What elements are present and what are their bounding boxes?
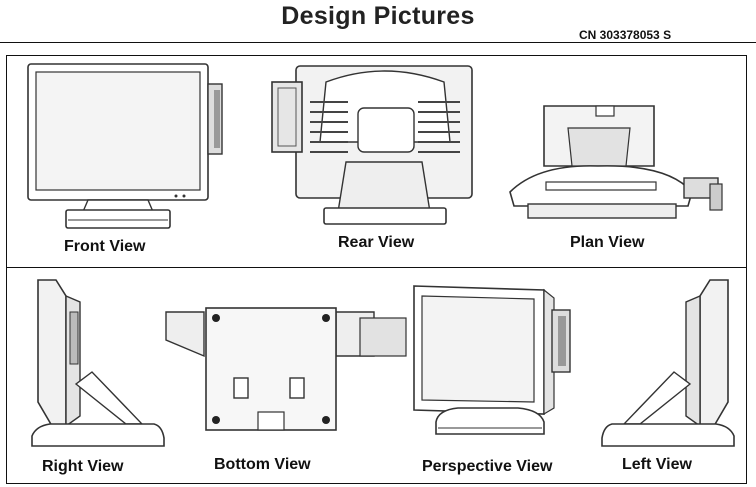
perspective-view-illustration — [413, 285, 571, 435]
right-view-drawing — [30, 276, 170, 454]
patent-number: CN 303378053 S — [579, 28, 672, 42]
left-view-illustration — [601, 279, 735, 447]
header-rule — [0, 42, 756, 43]
bottom-view-drawing — [164, 300, 410, 432]
page-title: Design Pictures — [281, 2, 475, 30]
plan-view-label: Plan View — [570, 234, 645, 251]
front-view-drawing — [24, 62, 236, 232]
bottom-view-label: Bottom View — [214, 456, 311, 473]
right-view-illustration — [31, 279, 165, 447]
plan-view-illustration — [509, 105, 723, 219]
left-view-drawing — [596, 276, 736, 454]
front-view-label: Front View — [64, 238, 146, 255]
rear-view-label: Rear View — [338, 234, 415, 251]
plan-view-drawing — [498, 100, 732, 225]
drawings-frame — [6, 55, 747, 484]
right-view-label: Right View — [42, 458, 124, 475]
perspective-view-drawing — [408, 282, 588, 440]
bottom-view-illustration — [165, 307, 407, 431]
front-view-illustration — [27, 63, 223, 229]
rear-view-drawing — [268, 62, 478, 232]
perspective-view-label: Perspective View — [422, 458, 553, 475]
row-divider — [6, 267, 747, 268]
left-view-label: Left View — [622, 456, 692, 473]
rear-view-illustration — [271, 65, 473, 225]
